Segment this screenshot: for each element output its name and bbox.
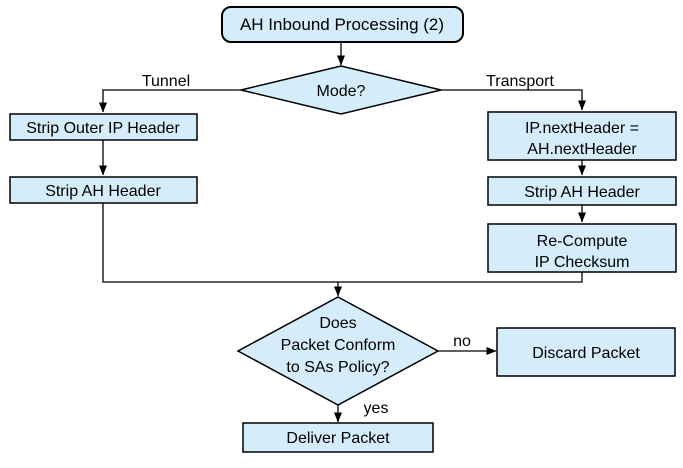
node-mode-label: Mode? [317, 83, 366, 100]
node-discard-packet: Discard Packet [496, 327, 676, 377]
deliver-packet-shape [242, 422, 434, 453]
node-recompute-checksum-line1: Re-Compute [537, 233, 628, 250]
node-deliver-packet: Deliver Packet [242, 422, 434, 453]
node-strip-outer-ip: Strip Outer IP Header [9, 113, 198, 141]
node-start: AH Inbound Processing (2) [221, 6, 464, 43]
node-set-next-header-line1: IP.nextHeader = [525, 120, 639, 137]
edge-mode-transport [441, 89, 586, 111]
edge-label-yes: yes [364, 400, 389, 417]
edge-transport-merge [338, 272, 583, 283]
node-policy-line1: Does [319, 315, 356, 332]
node-policy-decision: Does Packet Conform to SAs Policy? [236, 296, 440, 406]
node-strip-ah-transport-label: Strip AH Header [524, 184, 640, 201]
node-strip-outer-ip-label: Strip Outer IP Header [26, 120, 180, 137]
policy-diamond-shape [236, 296, 440, 406]
node-strip-ah-transport: Strip AH Header [487, 176, 677, 206]
recompute-checksum-shape [487, 223, 677, 273]
node-deliver-packet-label: Deliver Packet [286, 430, 390, 447]
node-recompute-checksum-line2: IP Checksum [535, 254, 630, 271]
node-start-label: AH Inbound Processing (2) [240, 15, 444, 34]
node-strip-ah-tunnel-label: Strip AH Header [45, 183, 161, 200]
node-policy-line2: Packet Conform [281, 337, 396, 354]
node-mode-decision: Mode? [240, 65, 442, 115]
edge-label-no: no [453, 333, 471, 350]
strip-outer-ip-shape [9, 113, 198, 141]
edge-label-tunnel: Tunnel [142, 73, 190, 90]
node-set-next-header-line2: AH.nextHeader [527, 141, 637, 158]
discard-packet-shape [496, 327, 676, 377]
node-policy-line3: to SAs Policy? [286, 359, 389, 376]
edge-label-transport: Transport [486, 73, 554, 90]
set-next-header-shape [487, 111, 677, 161]
edge-mode-tunnel [99, 89, 241, 113]
node-recompute-checksum: Re-Compute IP Checksum [487, 223, 677, 273]
edge-tunnel-merge [102, 203, 338, 283]
node-strip-ah-tunnel: Strip AH Header [9, 176, 198, 204]
mode-diamond-shape [240, 65, 442, 115]
strip-ah-transport-shape [487, 176, 677, 206]
node-discard-packet-label: Discard Packet [532, 345, 640, 362]
node-set-next-header: IP.nextHeader = AH.nextHeader [487, 111, 677, 161]
strip-ah-tunnel-shape [9, 176, 198, 204]
start-terminator-shape [221, 6, 464, 43]
